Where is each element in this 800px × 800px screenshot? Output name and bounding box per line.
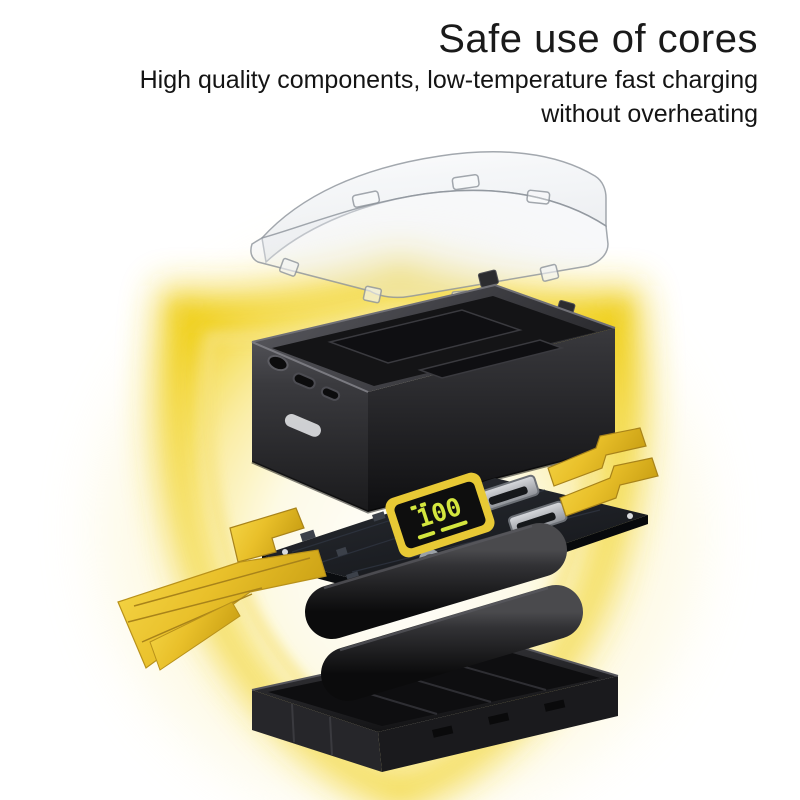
header-block: Safe use of cores High quality component…: [40, 16, 758, 131]
page-subtitle-line2: without overheating: [541, 100, 758, 129]
ribbon-connector: [229, 507, 305, 563]
display-screen: [394, 481, 486, 549]
shield-outline: [153, 257, 647, 800]
shell-left-wall-ridges: [291, 703, 333, 756]
housing-right-face: [368, 328, 615, 512]
cover-clip-tab: [539, 263, 560, 282]
cover-slot: [451, 174, 480, 191]
battery-display: 100: [385, 472, 495, 558]
usb-c-port: [284, 414, 321, 437]
micro-usb-port: [292, 372, 316, 390]
battery-cells: [305, 523, 583, 701]
top-cover: [250, 151, 609, 307]
page-title: Safe use of cores: [438, 17, 758, 61]
shell-wall-notch: [432, 725, 454, 738]
contact-tab-right-1: [547, 427, 647, 487]
housing-inner-slot: [327, 309, 523, 364]
shell-front-left-wall: [252, 690, 382, 772]
cover-clip-tab: [362, 285, 383, 304]
shell-front-right-wall: [378, 676, 618, 772]
contact-tabs: [547, 427, 659, 517]
flashlight-led: [267, 354, 289, 372]
battery-cell-back-highlight: [323, 524, 533, 590]
aux-port: [320, 386, 341, 401]
shell-wall-notch: [544, 699, 566, 712]
battery-cell-front-highlight: [339, 586, 549, 652]
contact-tab-right-2: [559, 457, 659, 517]
ribbon-fork: [149, 601, 241, 671]
cover-slot: [351, 190, 381, 208]
housing-inner-slot: [417, 339, 565, 379]
pcb-board: 100: [262, 472, 648, 604]
main-housing: [251, 269, 616, 514]
page-subtitle-line1: High quality components, low-temperature…: [139, 66, 758, 94]
shell-wall-notch: [488, 712, 510, 725]
display-info-dashes: [410, 502, 468, 540]
cover-clip-tab: [279, 257, 300, 277]
housing-rim-highlight: [251, 283, 616, 343]
housing-front-edge-highlight: [251, 341, 369, 393]
cover-slot: [526, 189, 551, 205]
battery-cell-front: [321, 585, 583, 701]
ribbon-stripes: [127, 557, 311, 643]
usb-port-1-slot: [488, 486, 528, 505]
battery-cell-back: [305, 523, 567, 639]
housing-bottom-shade: [251, 446, 616, 514]
ribbon-cable: [117, 507, 327, 671]
